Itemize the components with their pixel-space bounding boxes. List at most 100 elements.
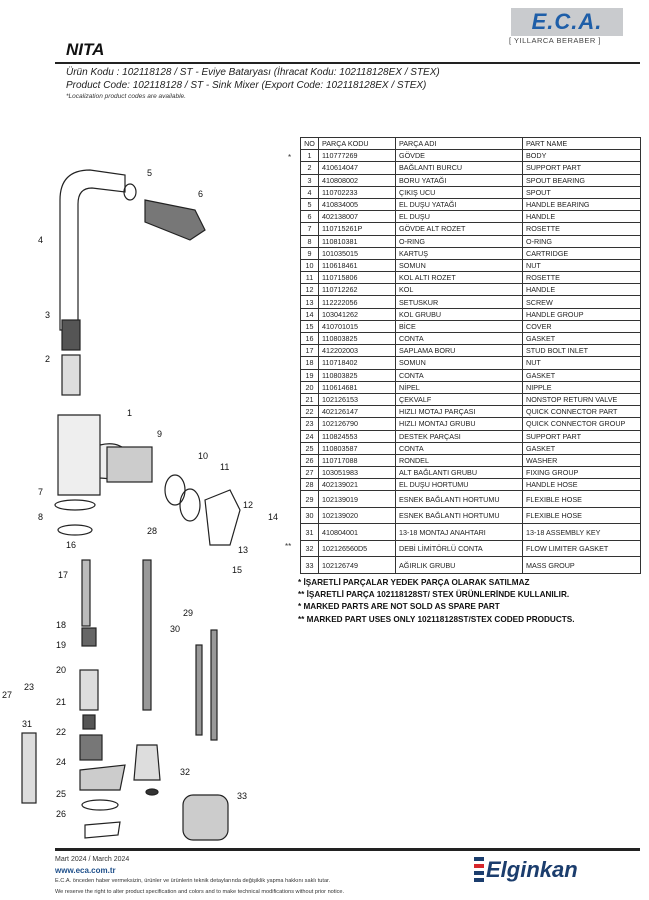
cell-name-en: QUICK CONNECTOR GROUP — [522, 417, 641, 431]
cell-name-en: FLOW LIMITER GASKET — [522, 539, 641, 558]
marker-row-1: * — [288, 153, 292, 162]
notes: * İŞARETLİ PARÇALAR YEDEK PARÇA OLARAK S… — [298, 577, 574, 626]
callout-27: 27 — [2, 690, 12, 700]
callout-23: 23 — [24, 682, 34, 692]
cell-no: 32 — [300, 539, 319, 558]
cell-name-tr: GÖVDE ALT ROZET — [395, 222, 523, 236]
tagline: [ YILLARCA BERABER ] — [509, 36, 601, 45]
cell-name-tr: BORU YATAĞI — [395, 173, 523, 187]
cell-code: 110803587 — [318, 441, 396, 455]
callout-8: 8 — [38, 512, 43, 522]
callout-22: 22 — [56, 727, 66, 737]
cell-name-tr: SOMUN — [395, 258, 523, 273]
cell-name-tr: KOL ALTI ROZET — [395, 271, 523, 285]
cell-no: 24 — [300, 429, 319, 443]
note-4: ** MARKED PART USES ONLY 102118128ST/STE… — [298, 614, 575, 624]
cell-name-tr: NİPEL — [395, 380, 523, 394]
callout-2: 2 — [45, 354, 50, 364]
handle-shower — [144, 199, 206, 241]
cell-name-en: GASKET — [522, 368, 641, 382]
note-1: * İŞARETLİ PARÇALAR YEDEK PARÇA OLARAK S… — [298, 578, 530, 587]
cell-name-en: STUD BOLT INLET — [522, 344, 641, 358]
callout-7: 7 — [38, 487, 43, 497]
callout-6: 6 — [198, 189, 203, 199]
cell-name-tr: HIZLI MONTAJ GRUBU — [395, 417, 523, 431]
cell-code: 110715261P — [318, 222, 396, 236]
cell-code: 410808002 — [318, 173, 396, 187]
cell-name-en: HANDLE BEARING — [522, 197, 641, 212]
cell-name-tr: SETUSKUR — [395, 295, 523, 309]
callout-24: 24 — [56, 757, 66, 767]
cell-code: 110702233 — [318, 185, 396, 199]
cell-no: 3 — [300, 173, 319, 187]
cell-name-tr: RONDEL — [395, 453, 523, 468]
cell-code: 110803825 — [318, 331, 396, 346]
cell-name-tr: AĞIRLIK GRUBU — [395, 556, 523, 574]
callout-12: 12 — [243, 500, 253, 510]
callout-20: 20 — [56, 665, 66, 675]
cell-no: 27 — [300, 466, 319, 480]
col-name-en: PART NAME — [522, 136, 641, 151]
cell-no: 31 — [300, 523, 319, 541]
cell-no: 2 — [300, 161, 319, 175]
cell-no: 29 — [300, 490, 319, 508]
cell-name-tr: DESTEK PARÇASI — [395, 429, 523, 443]
cell-name-tr: CONTA — [395, 441, 523, 455]
cell-no: 10 — [300, 258, 319, 273]
callout-28: 28 — [147, 526, 157, 536]
col-name-tr: PARÇA ADI — [395, 136, 523, 151]
cell-name-tr: ALT BAĞLANTI GRUBU — [395, 466, 523, 480]
header-divider — [55, 62, 640, 64]
disclaimer-tr: E.C.A. önceden haber vermeksizin, ürünle… — [55, 878, 331, 884]
cell-name-tr: KOL — [395, 283, 523, 297]
cell-no: 21 — [300, 392, 319, 407]
callout-14: 14 — [268, 512, 278, 522]
cell-code: 102139019 — [318, 490, 396, 508]
product-title: NITA — [66, 40, 105, 59]
callout-4: 4 — [38, 235, 43, 245]
cell-name-tr: BİCE — [395, 319, 523, 334]
callout-32: 32 — [180, 767, 190, 777]
callout-11: 11 — [220, 462, 229, 472]
cell-code: 410701015 — [318, 319, 396, 334]
cell-code: 412202003 — [318, 344, 396, 358]
footer-divider — [55, 848, 640, 851]
col-no: NO — [300, 136, 319, 151]
footer-url[interactable]: www.eca.com.tr — [55, 866, 116, 875]
callout-29: 29 — [183, 608, 193, 618]
cell-name-en: HANDLE GROUP — [522, 307, 641, 321]
cell-name-tr: SOMUN — [395, 356, 523, 370]
cell-code: 110803825 — [318, 368, 396, 382]
cell-code: 110712262 — [318, 283, 396, 297]
cell-name-en: SUPPORT PART — [522, 429, 641, 443]
cell-no: 18 — [300, 356, 319, 370]
callout-9: 9 — [157, 429, 162, 439]
cell-code: 110810381 — [318, 234, 396, 248]
cell-code: 410614047 — [318, 161, 396, 175]
cell-name-en: NUT — [522, 258, 641, 273]
product-code-en: Product Code: 102118128 / ST - Sink Mixe… — [66, 80, 427, 91]
callout-3: 3 — [45, 310, 50, 320]
cell-no: 28 — [300, 478, 319, 492]
cell-code: 110718402 — [318, 356, 396, 370]
cell-name-en: NUT — [522, 356, 641, 370]
cell-name-tr: ESNEK BAĞLANTI HORTUMU — [395, 506, 523, 525]
cell-name-tr: CONTA — [395, 368, 523, 382]
callout-30: 30 — [170, 624, 180, 634]
